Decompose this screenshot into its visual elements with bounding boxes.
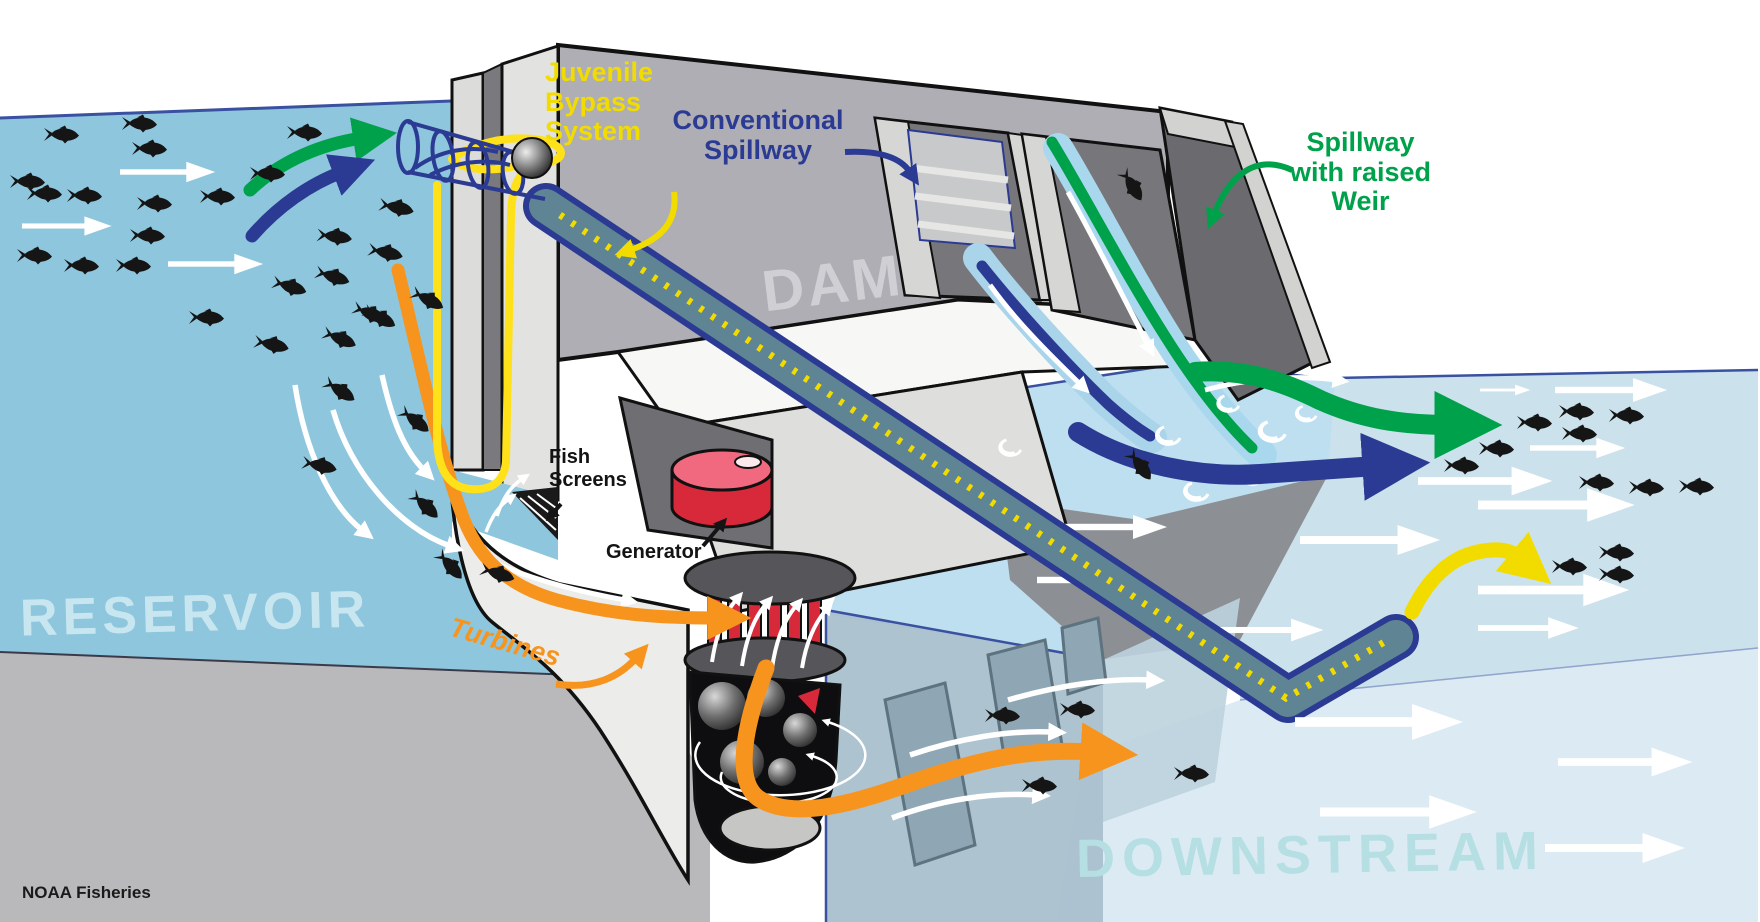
credit-text: NOAA Fisheries [22,883,151,902]
ground [0,651,710,922]
flow-arrow-icon [1400,338,1524,366]
conventional-spillway-label: Conventional Spillway [672,105,844,165]
bypass-outlet-arrow [1404,531,1552,620]
fish-screens-label: Fish Screens [549,446,627,491]
spillway-raised-weir-label: Spillway with raised Weir [1289,127,1432,217]
generator-label: Generator [606,541,702,563]
gatewell-slot [482,62,503,471]
generator-unit [670,448,774,529]
generator-pointer-arrow [701,517,728,548]
bypass-pipe [523,183,1419,723]
spillway-route-arrow [1068,422,1431,501]
right-abutment [1158,106,1332,402]
raised-weir-stream [1043,133,1277,470]
surface-route-navy-arrow [245,154,376,243]
bypass-pointer-arrow [614,191,678,259]
callout-pointers [545,148,1294,689]
reservoir-water [0,99,648,678]
weir-route-arrow [1185,361,1503,459]
turbine-route-downstream [735,659,1139,818]
downstream-region-label: DOWNSTREAM [1075,820,1546,890]
pipe-fish-dashes [558,212,1390,703]
intake-pier [450,71,485,472]
fish-screens-pointer-arrow [545,502,563,522]
surface-route-green-arrow [243,117,397,197]
scroll-case [688,670,867,864]
juvenile-bypass-label: Juvenile Bypass System [545,57,654,147]
underwater-flow-arrows [891,670,1165,821]
conventional-spillway-stream [963,243,1167,453]
turbines-pointer-arrow [555,643,649,689]
bypass-orifice-icon [511,137,553,179]
conventional-pointer-arrow [844,148,920,186]
turbine-route-upstream [391,263,752,641]
submerged-apron [1000,475,1328,660]
weir-pointer-arrow [1206,161,1294,230]
spillway-gate [906,128,1017,250]
reservoir-region-label: RESERVOIR [19,580,372,648]
